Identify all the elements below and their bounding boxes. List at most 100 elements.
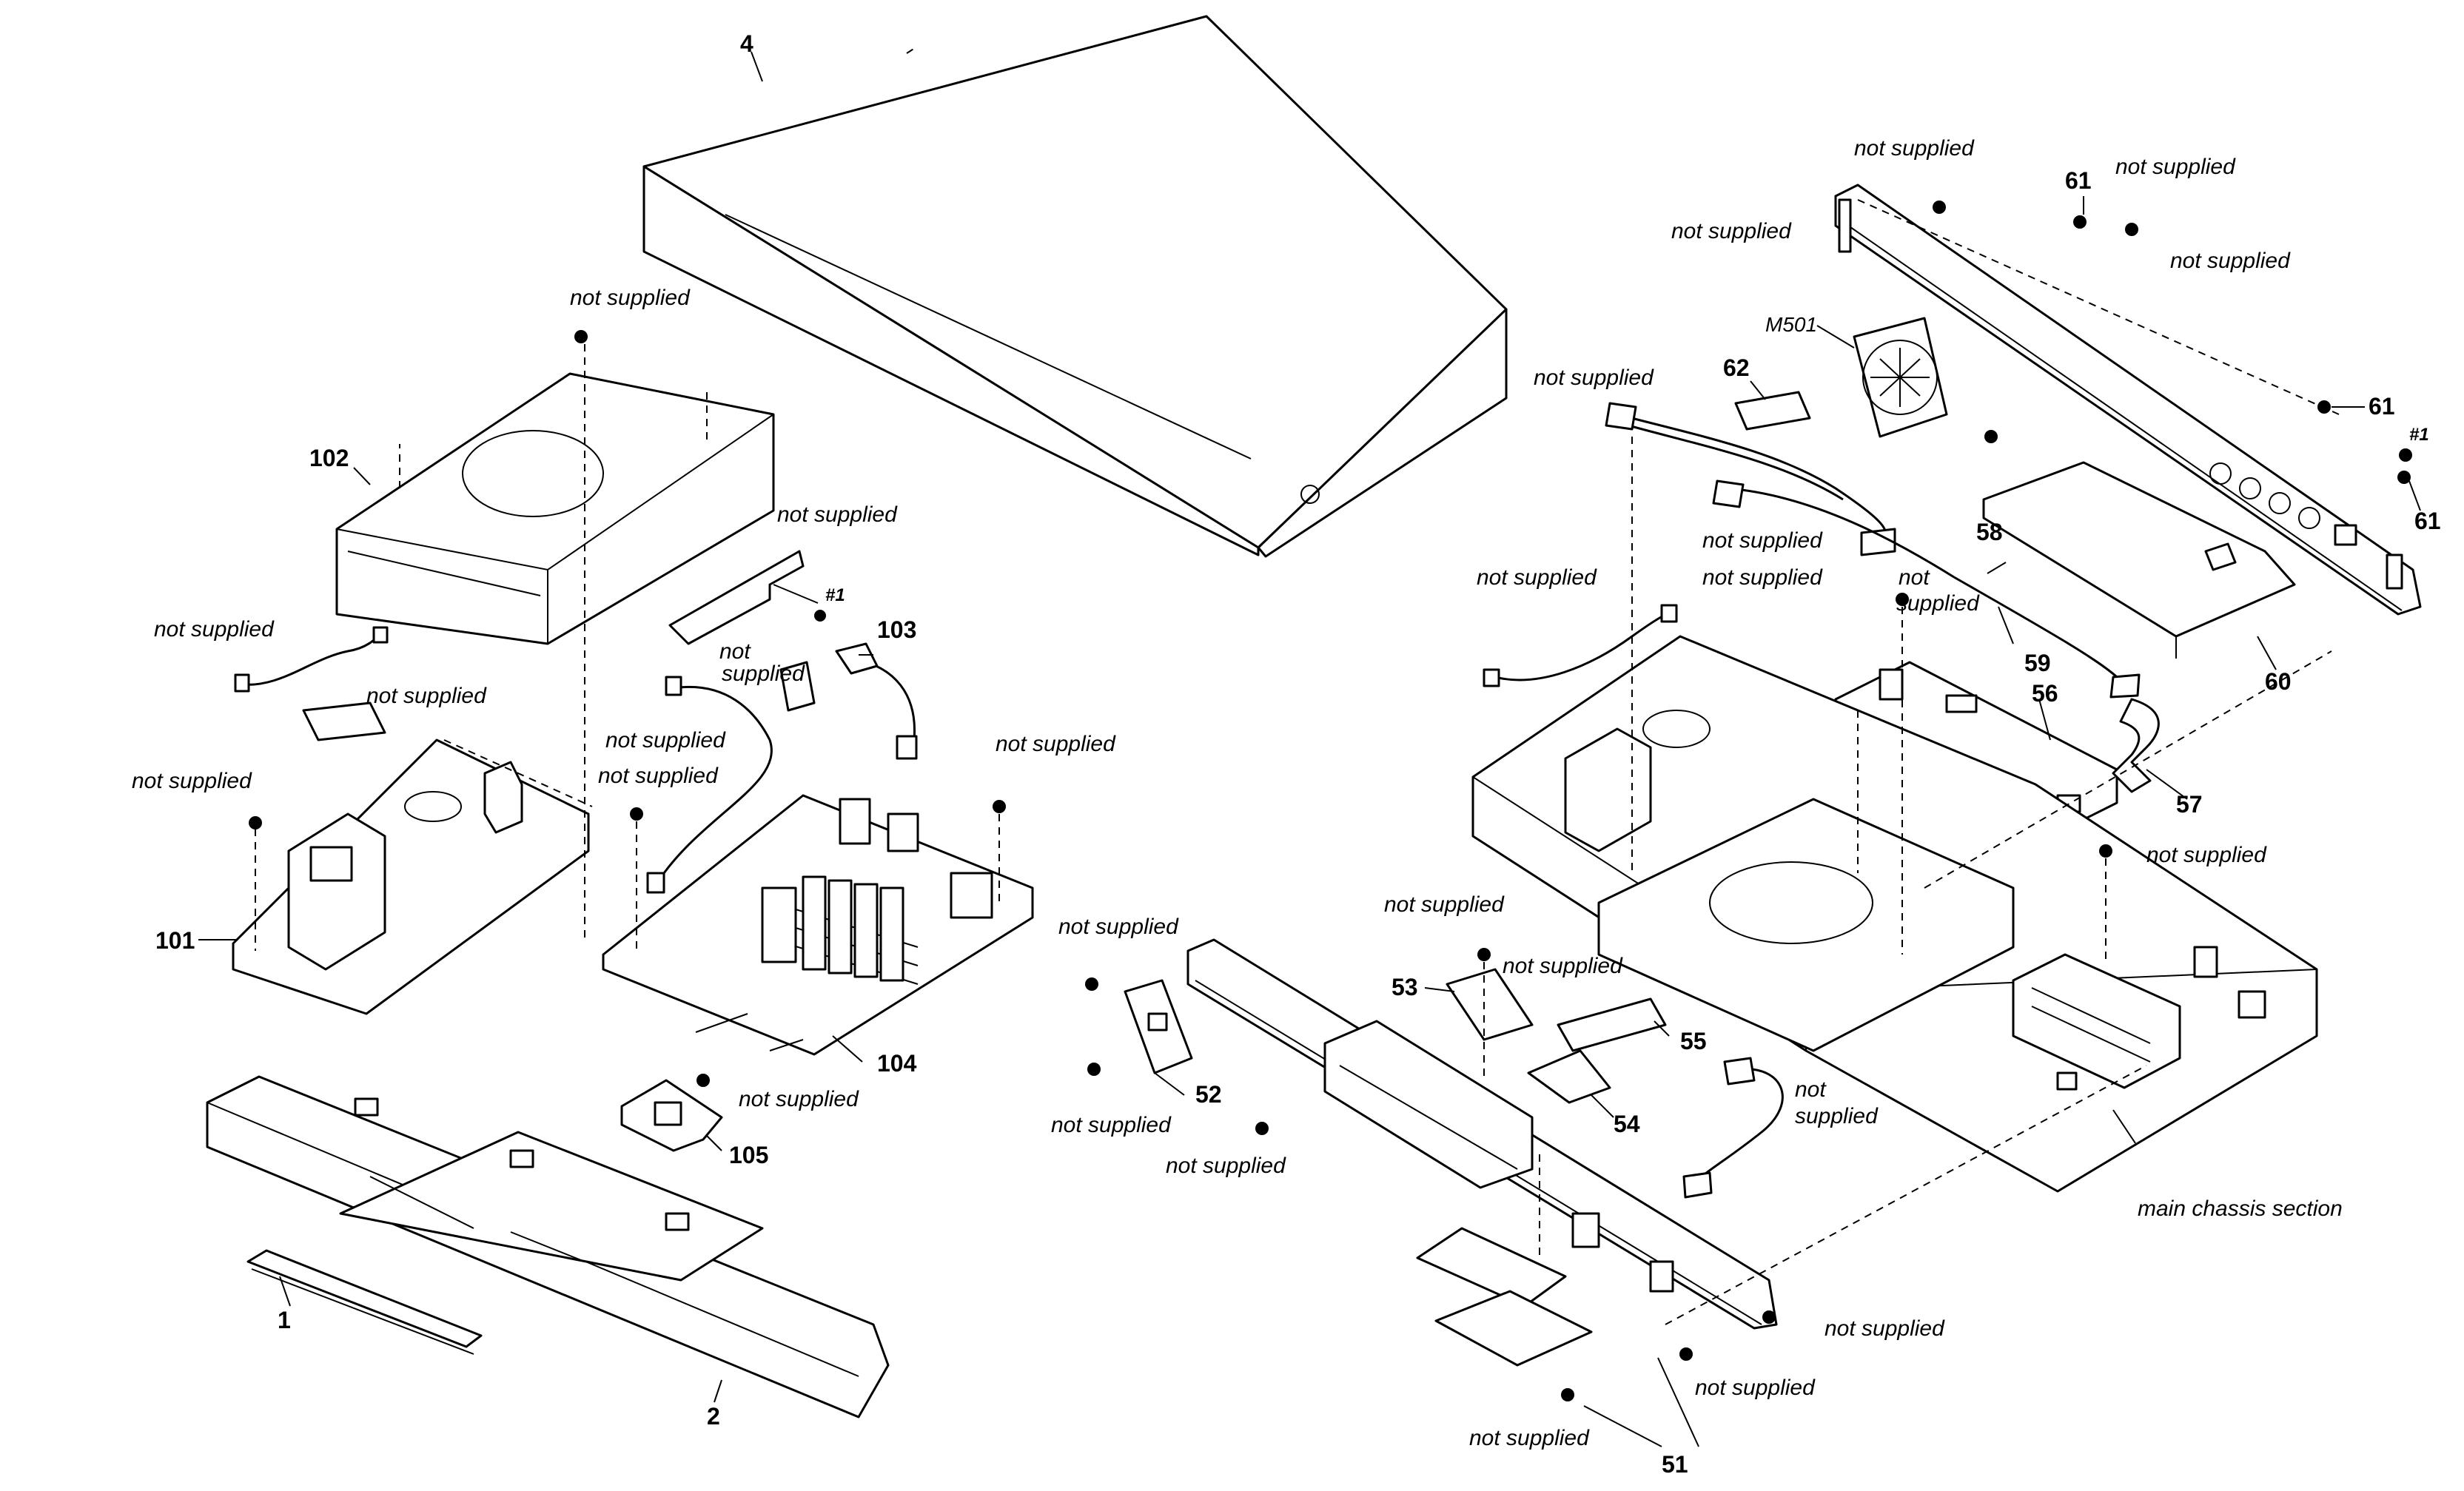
note-cable-55: not supplied xyxy=(1503,954,1623,978)
label-61-top: 61 xyxy=(2065,167,2092,194)
board-53 xyxy=(1446,968,1534,1041)
assembly-lines xyxy=(255,199,2340,1325)
screw-board-56 xyxy=(1896,593,1909,606)
screws xyxy=(249,201,2412,1401)
screw-chassis xyxy=(2099,844,2112,858)
screw-52-bottom xyxy=(1087,1063,1101,1076)
screw-105 xyxy=(696,1074,710,1087)
label-53: 53 xyxy=(1392,974,1418,1000)
note-bracket: not supplied xyxy=(777,502,898,527)
jack-board-60 xyxy=(1982,461,2296,659)
note-cable-left-3: not supplied xyxy=(605,728,726,753)
cable-left-right-section xyxy=(1483,604,1678,687)
part-number-labels: 4 102 103 #1 101 104 105 1 2 51 52 53 54… xyxy=(155,30,2441,1478)
flat-cable-57 xyxy=(2112,698,2160,793)
note-rear-top-right: not supplied xyxy=(2115,155,2236,179)
label-61-mid: 61 xyxy=(2369,393,2395,420)
note-screw-104-right: not supplied xyxy=(996,732,1116,756)
cable-mid-right xyxy=(1712,479,2141,699)
cable-top-right xyxy=(1605,402,1896,556)
cable-54 xyxy=(1527,1049,1611,1104)
main-board-104 xyxy=(602,794,1034,1056)
screw-bottom-left xyxy=(1561,1388,1574,1401)
label-4: 4 xyxy=(740,30,753,57)
main-chassis xyxy=(1471,635,2318,1193)
label-60: 60 xyxy=(2265,668,2292,695)
label-61-bottom: 61 xyxy=(2414,508,2441,534)
note-screw-chassis: not supplied xyxy=(2146,843,2267,867)
front-chassis-51 xyxy=(1186,938,1778,1330)
note-not-center: not xyxy=(1795,1077,1827,1102)
label-hash1-right: #1 xyxy=(2409,425,2429,445)
dvd-drive-102 xyxy=(335,372,775,645)
note-cable-left: not supplied xyxy=(154,617,275,642)
cable-center-right xyxy=(1682,1057,1784,1199)
screw-rear-h1 xyxy=(2399,448,2412,462)
screw-bottom-right xyxy=(1679,1347,1693,1361)
note-cable-far-left: not supplied xyxy=(1477,565,1597,590)
note-rear-connector: not supplied xyxy=(2170,249,2291,273)
label-104: 104 xyxy=(877,1050,917,1077)
screw-jack-board xyxy=(1984,430,1998,443)
screw-rear-61c xyxy=(2397,471,2411,484)
note-supplied-103: supplied xyxy=(722,662,805,686)
fan-m501 xyxy=(1853,317,1948,438)
label-62: 62 xyxy=(1723,354,1750,381)
label-59: 59 xyxy=(2024,650,2051,676)
power-board-101 xyxy=(232,738,593,1015)
label-58: 58 xyxy=(1976,519,2003,545)
note-supplied-rear: supplied xyxy=(1896,591,1980,616)
note-not-103: not xyxy=(719,639,751,664)
label-102: 102 xyxy=(309,445,349,471)
label-hash1-left: #1 xyxy=(825,585,845,605)
screw-104-right xyxy=(993,800,1006,813)
switch-board-105 xyxy=(620,1079,723,1152)
note-cable-top: not supplied xyxy=(1534,366,1654,390)
note-screw-105: not supplied xyxy=(739,1087,859,1111)
note-cable-mid: not supplied xyxy=(1702,528,1823,553)
top-cover-4 xyxy=(642,15,1508,558)
label-101: 101 xyxy=(155,927,195,954)
note-screw-52-bottom: not supplied xyxy=(1051,1113,1172,1137)
cable-left-1 xyxy=(234,626,389,741)
note-screw-bottom-left: not supplied xyxy=(1469,1426,1590,1450)
note-rear-top: not supplied xyxy=(1854,136,1975,161)
note-screw-52-top: not supplied xyxy=(1058,915,1179,939)
screw-rear-1 xyxy=(1933,201,1946,214)
screw-rear-61 xyxy=(2073,215,2087,229)
label-54: 54 xyxy=(1614,1111,1640,1137)
bottom-board xyxy=(1416,1227,1593,1367)
note-not-rear: not xyxy=(1899,565,1930,590)
note-screw-104: not supplied xyxy=(598,764,719,788)
cable-55 xyxy=(1557,997,1667,1052)
display-window-1 xyxy=(246,1249,483,1355)
note-supplied-center: supplied xyxy=(1795,1104,1879,1128)
label-51: 51 xyxy=(1662,1451,1688,1478)
label-2: 2 xyxy=(707,1403,720,1430)
screw-front-right xyxy=(1762,1310,1776,1324)
screw-top-102 xyxy=(574,330,588,343)
screw-52-top xyxy=(1085,977,1098,991)
label-56: 56 xyxy=(2032,680,2058,707)
label-1: 1 xyxy=(278,1307,291,1333)
note-cable-mid-2: not supplied xyxy=(1702,565,1823,590)
front-panel-2 xyxy=(206,1075,890,1418)
ribbon-62 xyxy=(1734,391,1811,431)
note-screw-101: not supplied xyxy=(132,769,252,793)
label-57: 57 xyxy=(2176,791,2203,818)
note-top-drive: not supplied xyxy=(570,286,691,310)
screw-101 xyxy=(249,816,262,829)
label-103: 103 xyxy=(877,616,916,643)
rear-panel xyxy=(1834,184,2422,616)
screw-104-left xyxy=(630,807,643,821)
leader-lines xyxy=(198,51,2421,1447)
note-screw-front-chassis: not supplied xyxy=(1166,1154,1286,1178)
note-screw-53: not supplied xyxy=(1384,892,1505,917)
label-m501: M501 xyxy=(1765,313,1817,336)
note-rear-left: not supplied xyxy=(1671,219,1792,243)
screw-53 xyxy=(1477,948,1491,961)
note-screw-front-right: not supplied xyxy=(1824,1316,1945,1341)
screw-front-chassis xyxy=(1255,1122,1269,1135)
board-52 xyxy=(1124,979,1193,1074)
